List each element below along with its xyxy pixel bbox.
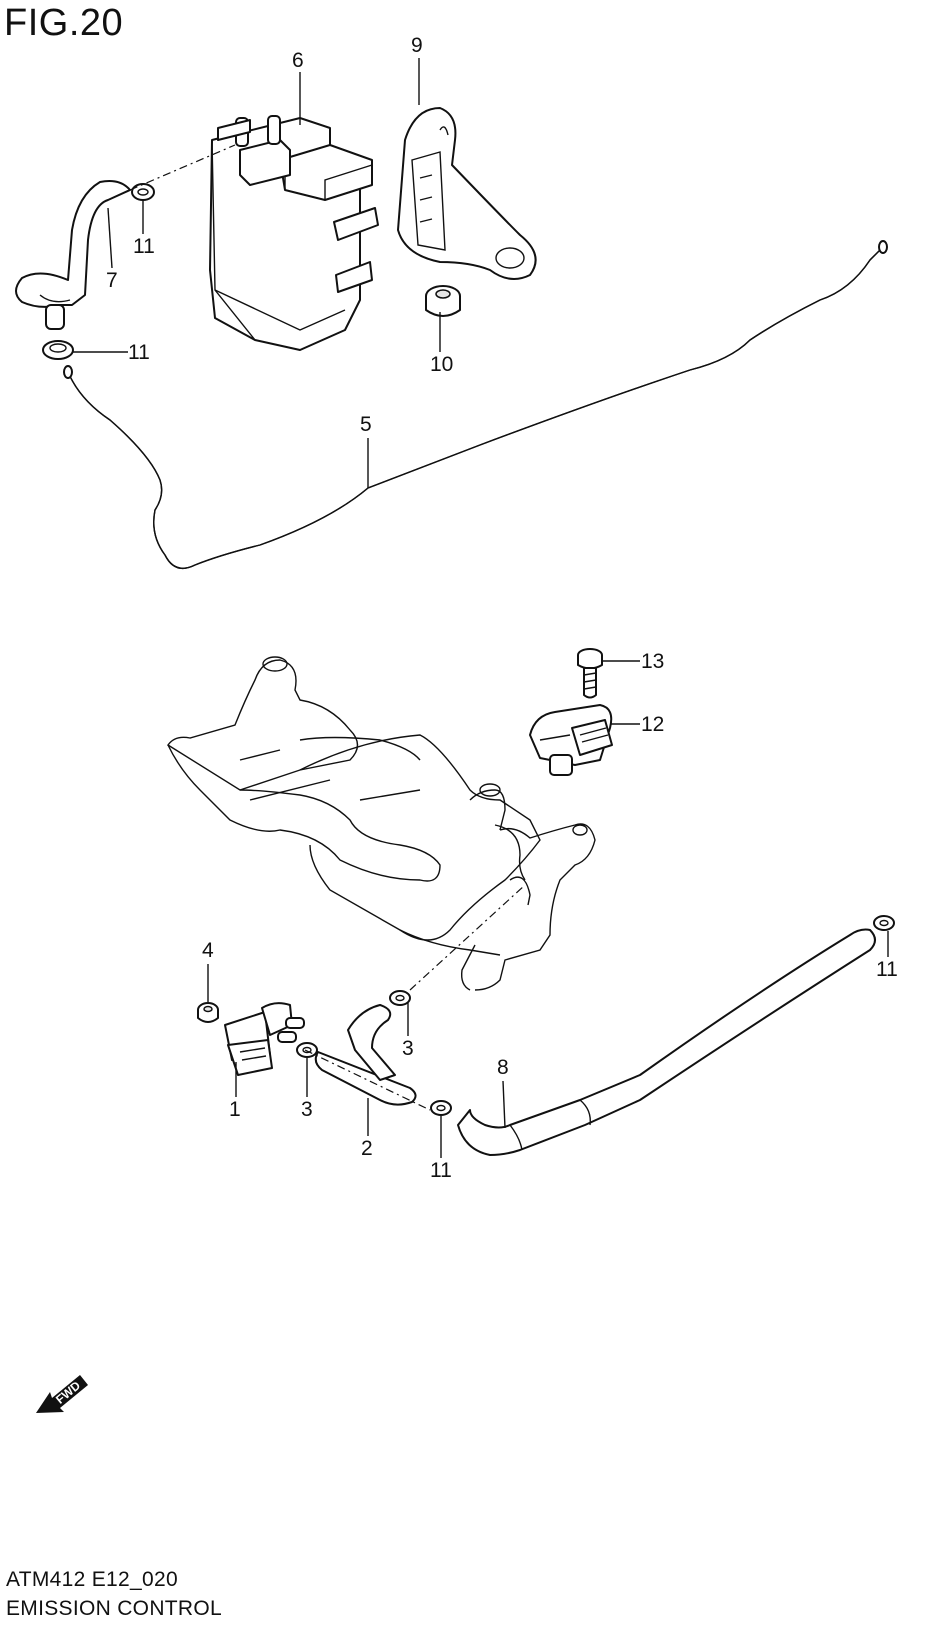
- callout-2: 2: [361, 1137, 373, 1160]
- callout-5: 5: [360, 413, 372, 436]
- clamp-3a-part: [389, 990, 411, 1006]
- callout-4: 4: [202, 939, 214, 962]
- callout-7: 7: [106, 269, 118, 292]
- map-sensor-part: [529, 704, 613, 776]
- clamp-11c-part: [430, 1100, 452, 1116]
- bracket-part: [397, 107, 537, 280]
- clamp-11b-part: [42, 340, 74, 360]
- figure-code: ATM412 E12_020: [6, 1568, 178, 1591]
- nut-4-part: [197, 1002, 219, 1023]
- routing-line: [409, 884, 526, 991]
- callout-8: 8: [497, 1056, 509, 1079]
- figure-title: FIG.20: [4, 2, 124, 44]
- callout-3: 3: [402, 1037, 414, 1060]
- callout-1: 1: [229, 1098, 241, 1121]
- canister-part: [209, 115, 379, 351]
- callout-11: 11: [128, 341, 150, 364]
- callout-11: 11: [876, 958, 898, 981]
- forward-arrow-icon: FWD: [36, 1375, 88, 1413]
- solenoid-valve-part: [224, 1002, 305, 1076]
- clamp-11a-part: [131, 183, 155, 201]
- pipe-5-part: [63, 240, 888, 569]
- routing-line: [129, 144, 236, 191]
- callout-12: 12: [641, 713, 665, 736]
- callout-3: 3: [301, 1098, 313, 1121]
- callout-11: 11: [430, 1159, 452, 1182]
- callout-11: 11: [133, 235, 155, 258]
- intake-manifold-outline: [167, 656, 596, 991]
- hose-7-part: [15, 180, 131, 330]
- leader-lines: [72, 58, 889, 1158]
- callout-6: 6: [292, 49, 304, 72]
- clamp-3b-part: [296, 1042, 318, 1058]
- nut-part: [425, 285, 461, 317]
- routing-line: [304, 1049, 431, 1111]
- hose-8-part: [457, 928, 876, 1156]
- callout-10: 10: [430, 353, 454, 376]
- callout-13: 13: [641, 650, 665, 673]
- hose-2-part: [314, 1004, 417, 1106]
- callout-9: 9: [411, 34, 423, 57]
- bolt-part: [577, 648, 603, 699]
- clamp-11d-part: [873, 915, 895, 931]
- figure-name: EMISSION CONTROL: [6, 1597, 222, 1620]
